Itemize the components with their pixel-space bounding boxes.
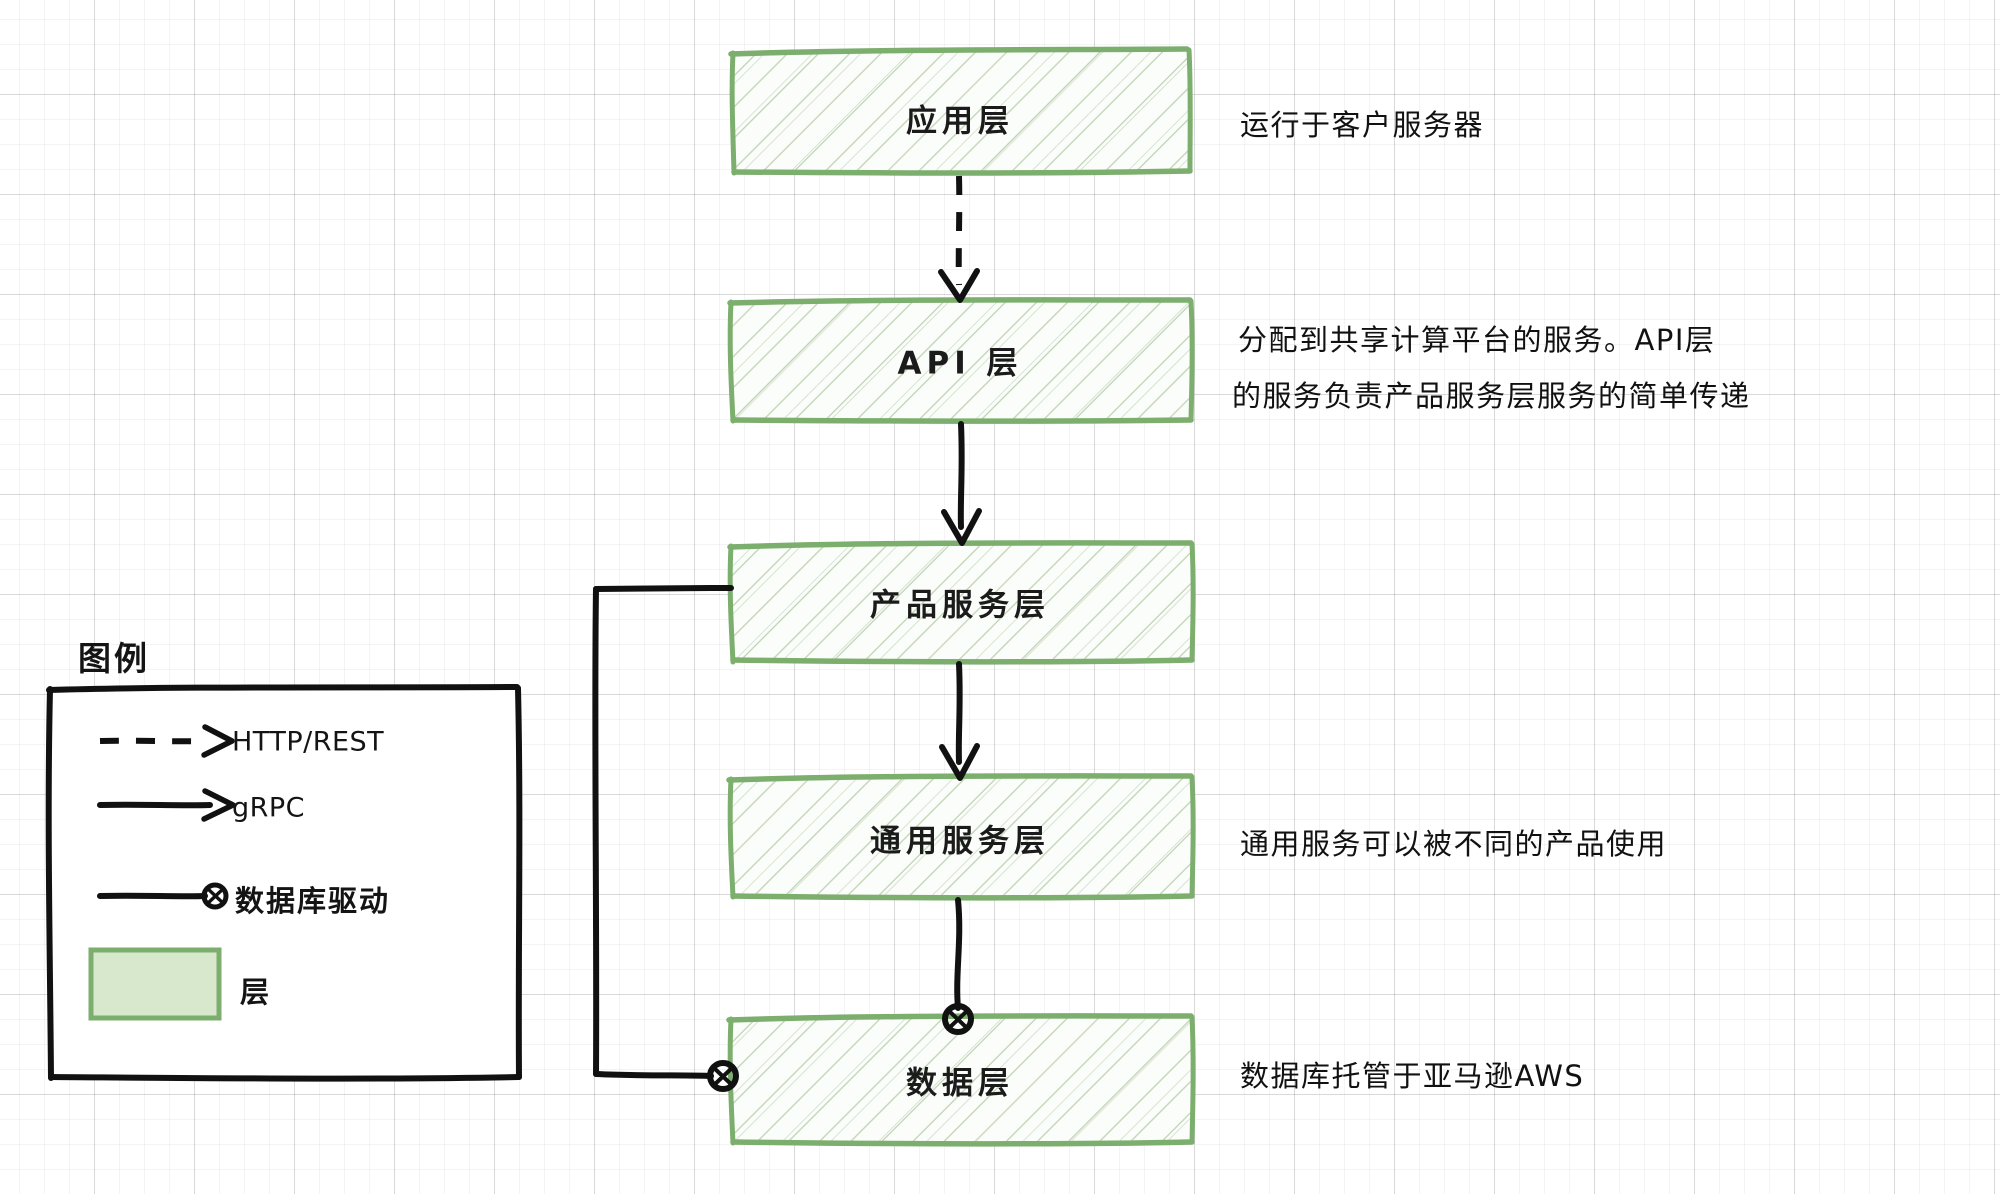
connector-application-to-api (938, 175, 980, 303)
layer-label-application: 应用层 (906, 103, 1014, 140)
note-application: 运行于客户服务器 (1240, 108, 1485, 142)
layer-label-api: API 层 (897, 345, 1023, 382)
legend-label-grpc: gRPC (232, 792, 306, 824)
connector-common-service-to-data (942, 897, 974, 1035)
note-api-line-1: 分配到共享计算平台的服务。API层 (1238, 323, 1716, 357)
legend-label-layer: 层 (240, 975, 272, 1009)
legend-title: 图例 (78, 639, 150, 678)
legend-swatch-grpc (97, 788, 236, 822)
note-data: 数据库托管于亚马逊AWS (1240, 1059, 1585, 1093)
connector-product-service-to-common-service (939, 661, 980, 781)
legend-swatch-http-rest (99, 724, 235, 758)
note-common-service: 通用服务可以被不同的产品使用 (1240, 827, 1668, 861)
legend-swatch-layer (88, 947, 222, 1021)
layer-box-application[interactable] (728, 46, 1193, 176)
layer-box-data[interactable] (726, 1013, 1196, 1147)
connector-product-service-to-data (592, 585, 739, 1092)
note-api-line-2: 的服务负责产品服务层服务的简单传递 (1232, 379, 1751, 413)
legend-panel[interactable] (45, 684, 523, 1082)
layer-box-common-service[interactable] (726, 773, 1196, 901)
legend-swatch-database-driver (97, 882, 229, 910)
legend-label-http-rest: HTTP/REST (232, 726, 385, 758)
layer-label-product-service: 产品服务层 (870, 587, 1050, 624)
layer-label-data: 数据层 (906, 1065, 1014, 1102)
layer-box-api[interactable] (727, 297, 1195, 424)
layer-label-common-service: 通用服务层 (870, 823, 1050, 860)
legend-label-database-driver: 数据库驱动 (235, 884, 391, 918)
connector-api-to-product-service (941, 421, 982, 546)
